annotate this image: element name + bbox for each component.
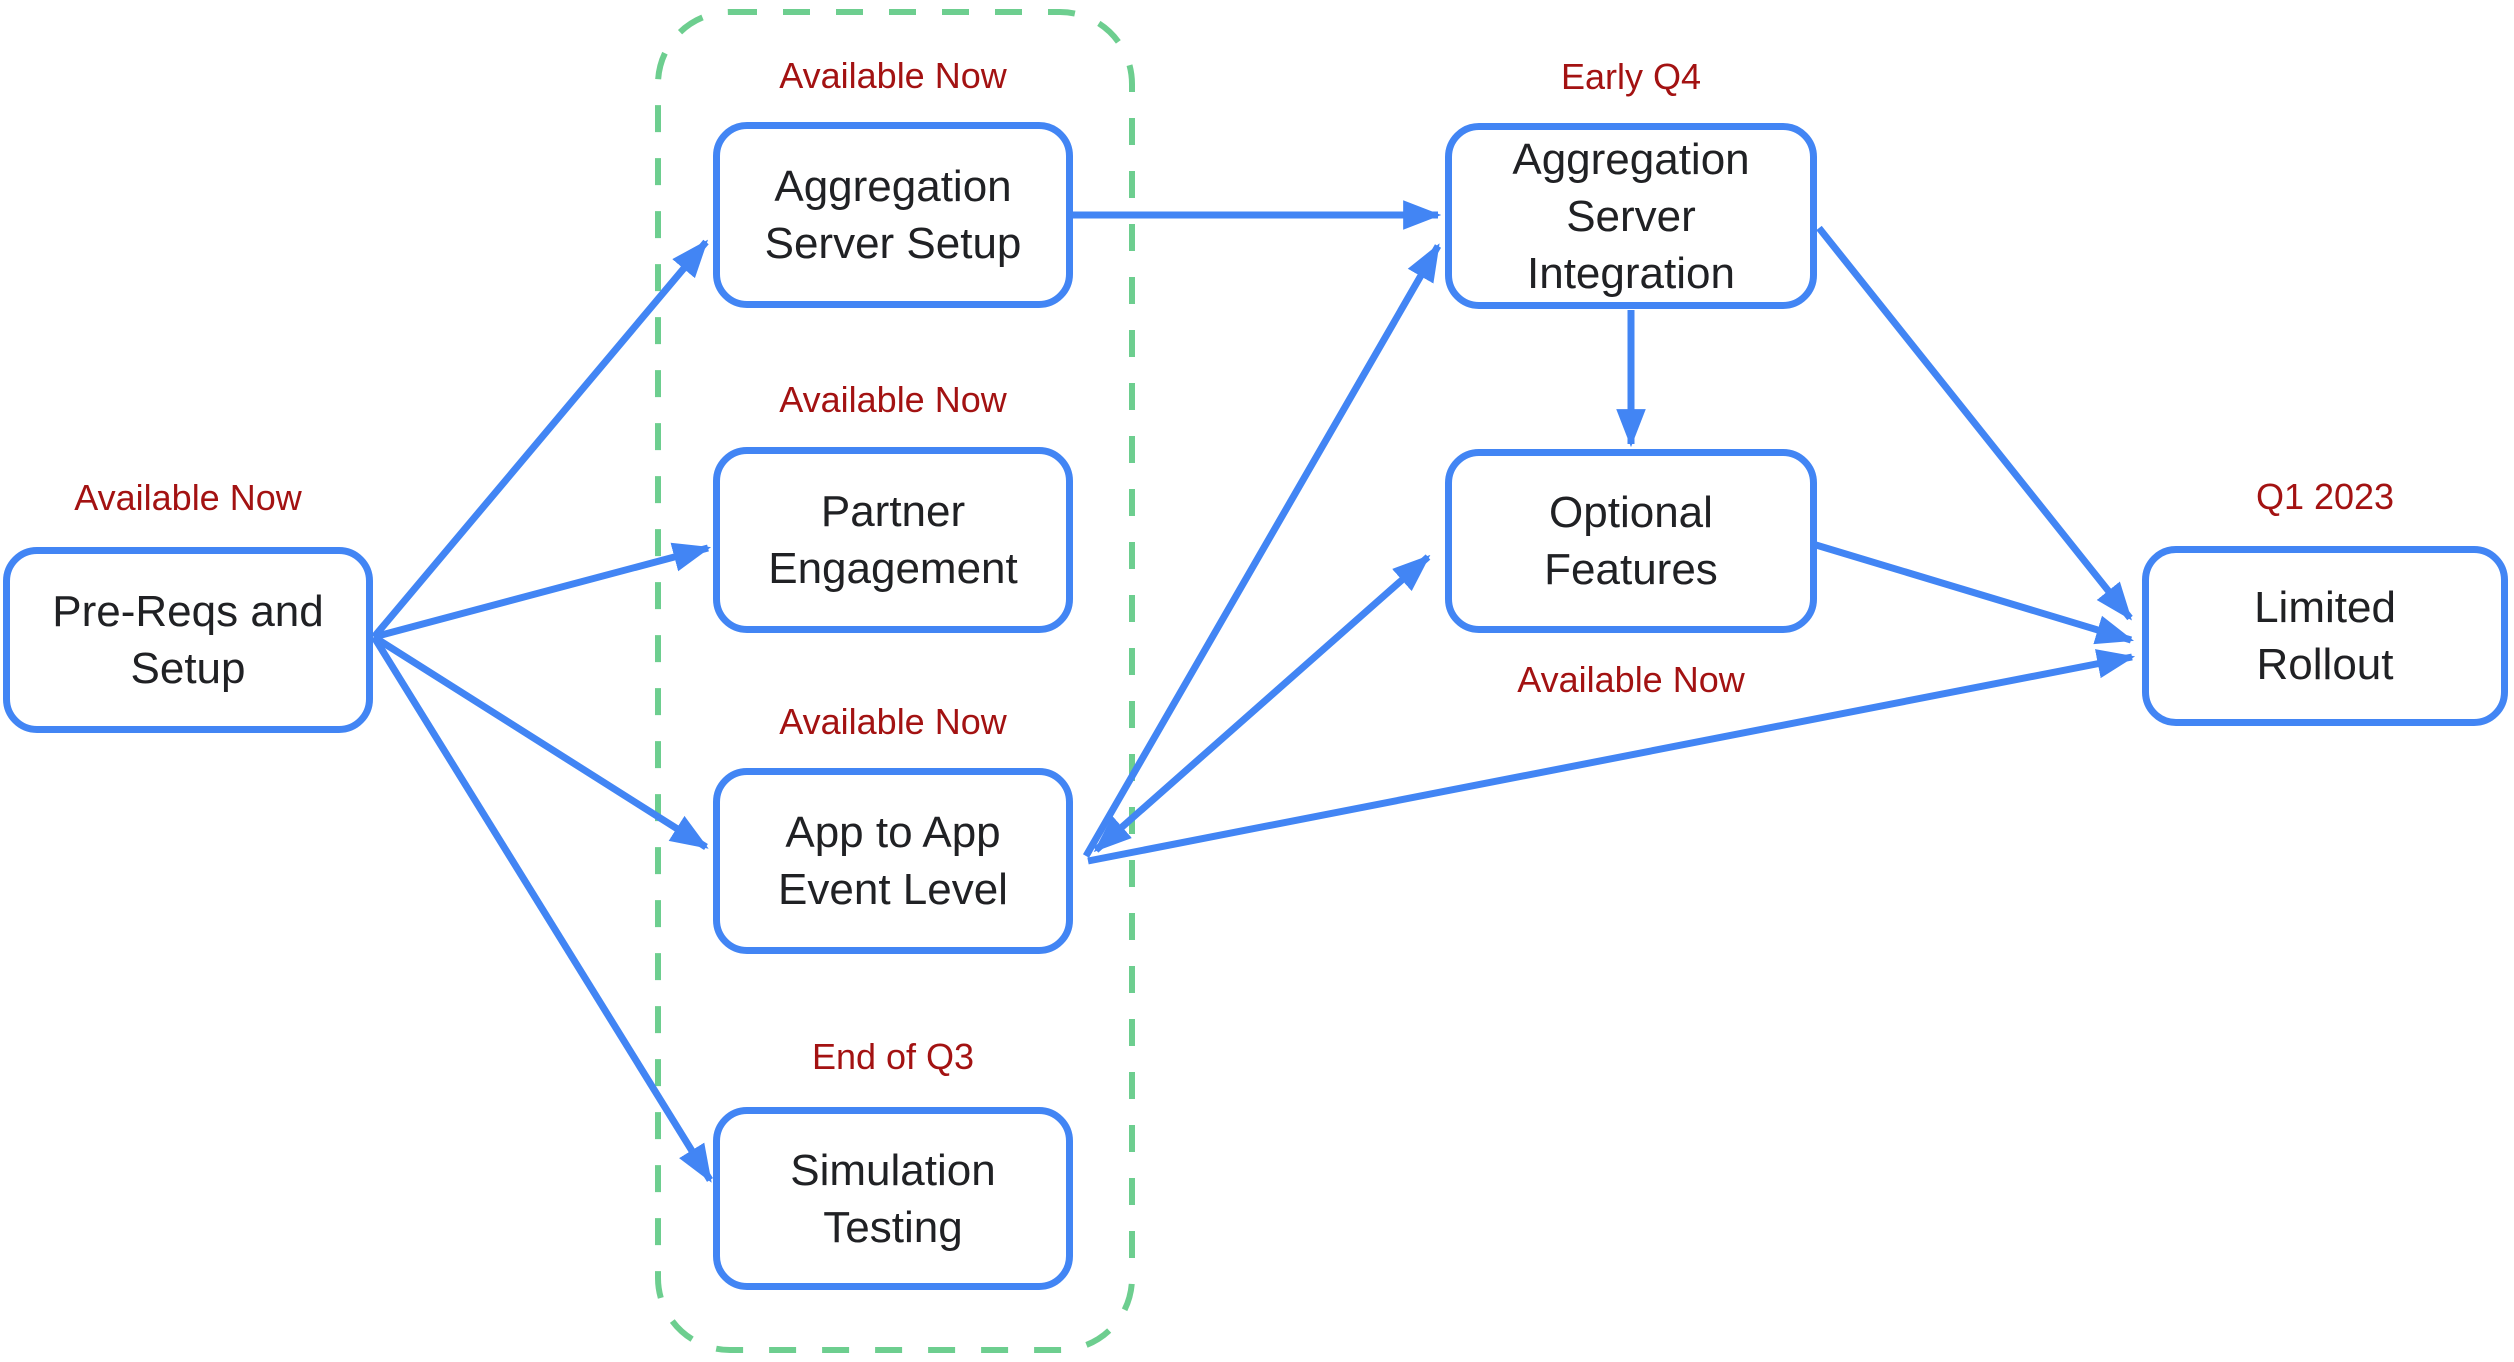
edge-app-to-app-event-level-to-limited-rollout [1087, 649, 2136, 865]
node-partner-engagement-label: Partner Engagement [768, 487, 1018, 593]
node-aggregation-server-integration-label: Aggregation Server Integration [1512, 134, 1750, 298]
edge-pre-reqs-to-simulation-testing [371, 635, 713, 1183]
status-optional-features: Available Now [1517, 659, 1745, 700]
edge-aggregation-server-integration-to-limited-rollout [1816, 225, 2133, 621]
edge-app-to-app-event-level-to-aggregation-server-integration [1082, 243, 1442, 858]
status-partner-engagement: Available Now [779, 379, 1007, 420]
node-simulation-testing-label: Simulation Testing [790, 1145, 996, 1252]
node-limited-rollout-label: Limited Rollout [2254, 583, 2396, 689]
status-simulation-testing: End of Q3 [811, 1036, 975, 1077]
node-app-to-app-event-level-label: App to App Event Level [778, 808, 1008, 914]
edge-optional-features-to-limited-rollout [1814, 541, 2135, 645]
node-simulation-testing: Simulation Testing [713, 1107, 1073, 1290]
node-partner-engagement: Partner Engagement [713, 447, 1073, 633]
node-aggregation-server-setup: Aggregation Server Setup [713, 122, 1073, 308]
edge-pre-reqs-to-aggregation-server-setup [371, 239, 709, 640]
node-aggregation-server-integration: Aggregation Server Integration [1445, 123, 1817, 309]
node-pre-reqs-label: Pre-Reqs and Setup [52, 587, 324, 693]
edge-pre-reqs-to-app-to-app-event-level [372, 634, 709, 850]
status-limited-rollout: Q1 2023 [2255, 476, 2395, 517]
node-optional-features: Optional Features [1445, 449, 1817, 633]
node-app-to-app-event-level: App to App Event Level [713, 768, 1073, 954]
edge-app-to-app-event-level-to-optional-features [1093, 554, 1431, 853]
node-pre-reqs: Pre-Reqs and Setup [3, 547, 373, 733]
status-aggregation-server-integration: Early Q4 [1560, 56, 1702, 97]
available-now-group-outline [655, 9, 1135, 1353]
status-app-to-app-event-level: Available Now [779, 701, 1007, 742]
status-pre-reqs: Available Now [74, 477, 302, 518]
edge-pre-reqs-to-partner-engagement [373, 542, 712, 641]
node-limited-rollout: Limited Rollout [2142, 546, 2508, 726]
node-aggregation-server-setup-label: Aggregation Server Setup [764, 162, 1022, 268]
status-aggregation-server-setup: Available Now [779, 55, 1007, 96]
node-optional-features-label: Optional Features [1544, 488, 1718, 594]
